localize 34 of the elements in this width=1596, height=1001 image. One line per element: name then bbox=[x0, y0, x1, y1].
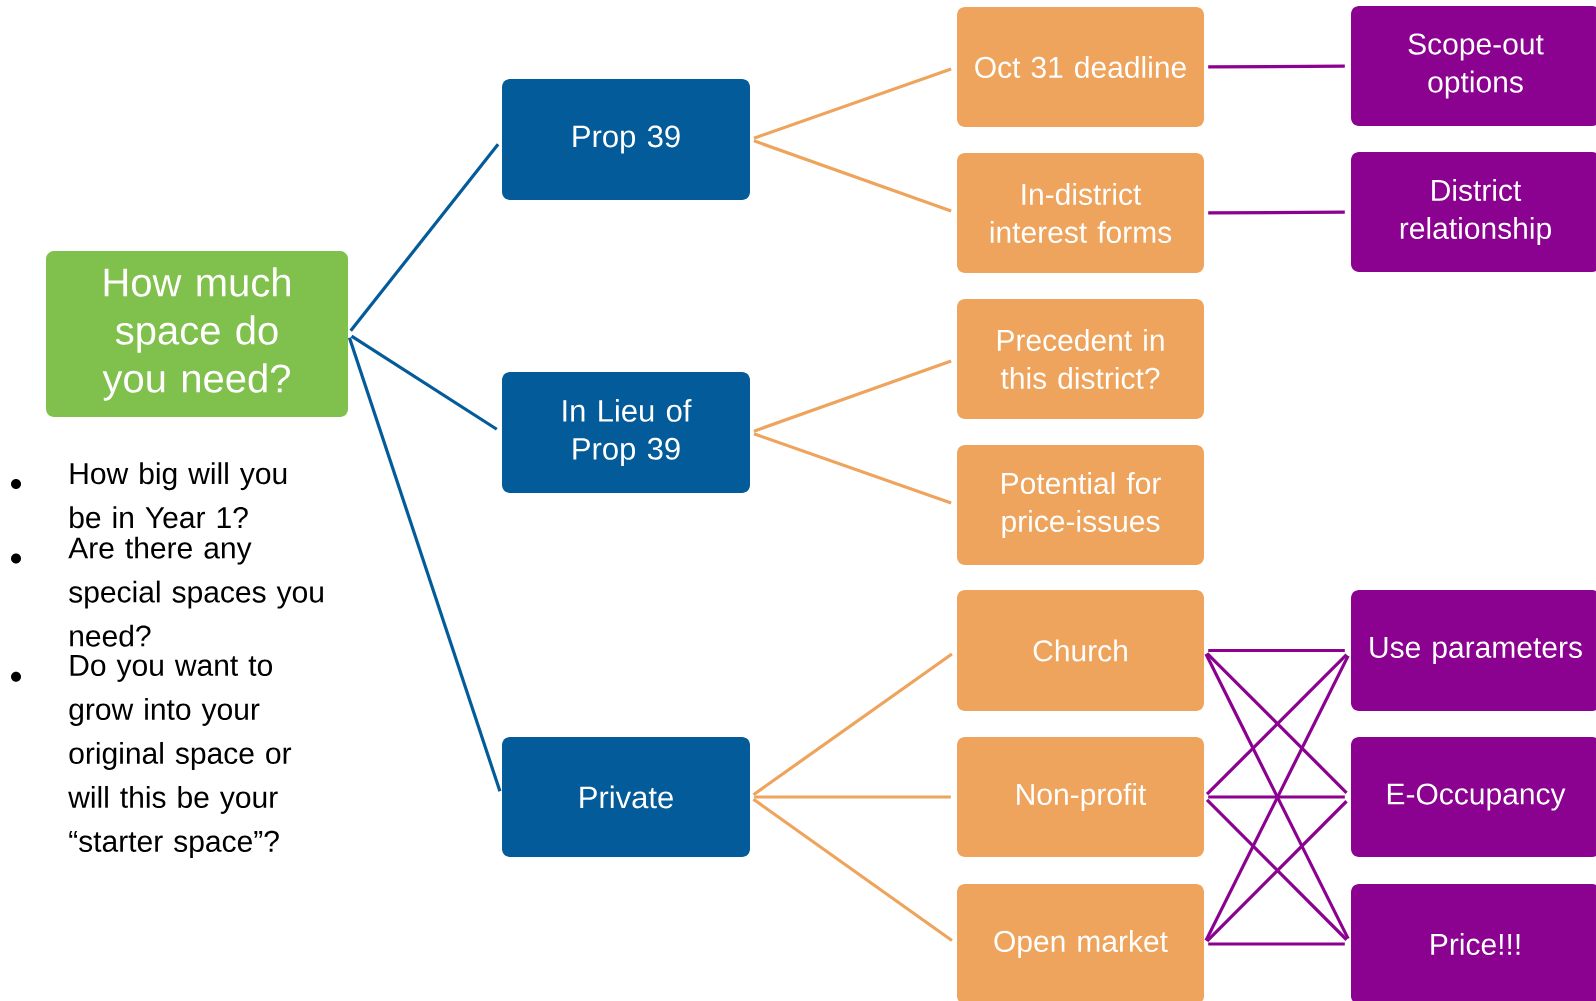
category-box: Private bbox=[502, 737, 750, 857]
topic-box: Potential for price-issues bbox=[957, 445, 1204, 565]
connector-line bbox=[1208, 648, 1345, 653]
topic-box: Church bbox=[957, 590, 1204, 711]
factor-box: E-Occupancy bbox=[1351, 737, 1596, 857]
factor-box: Price!!! bbox=[1351, 884, 1596, 1001]
topic-box: Non-profit bbox=[957, 737, 1204, 857]
question-box: How much space do you need? bbox=[46, 251, 348, 417]
connector-line bbox=[752, 652, 953, 796]
connector-line bbox=[350, 334, 498, 431]
connector-line bbox=[349, 143, 500, 332]
connector-line bbox=[753, 139, 952, 213]
factor-box: Use parameters bbox=[1351, 590, 1596, 711]
topic-box: Oct 31 deadline bbox=[957, 7, 1204, 127]
connector-line bbox=[1208, 210, 1345, 215]
factor-box: Scope-out options bbox=[1351, 6, 1596, 126]
connector-line bbox=[1208, 942, 1345, 946]
category-box: Prop 39 bbox=[502, 79, 750, 200]
bullet-text: Are there any special spaces you need? bbox=[68, 536, 323, 647]
topic-box: In-district interest forms bbox=[957, 153, 1204, 273]
connector-line bbox=[754, 795, 951, 799]
bullet-text: Do you want to grow into your original space or will this be your “starter space”? bbox=[68, 655, 292, 858]
connector-line bbox=[347, 337, 502, 792]
bullet-text: How big will you be in Year 1? bbox=[70, 462, 287, 529]
connector-line bbox=[1208, 64, 1345, 69]
connector-line bbox=[753, 67, 952, 140]
connector-line bbox=[752, 798, 953, 942]
topic-box: Open market bbox=[957, 884, 1204, 1001]
connector-line bbox=[1208, 795, 1345, 799]
connector-line bbox=[753, 432, 952, 505]
connector-line bbox=[753, 359, 952, 433]
category-box: In Lieu of Prop 39 bbox=[502, 372, 750, 493]
factor-box: District relationship bbox=[1351, 152, 1596, 272]
topic-box: Precedent in this district? bbox=[957, 299, 1204, 419]
